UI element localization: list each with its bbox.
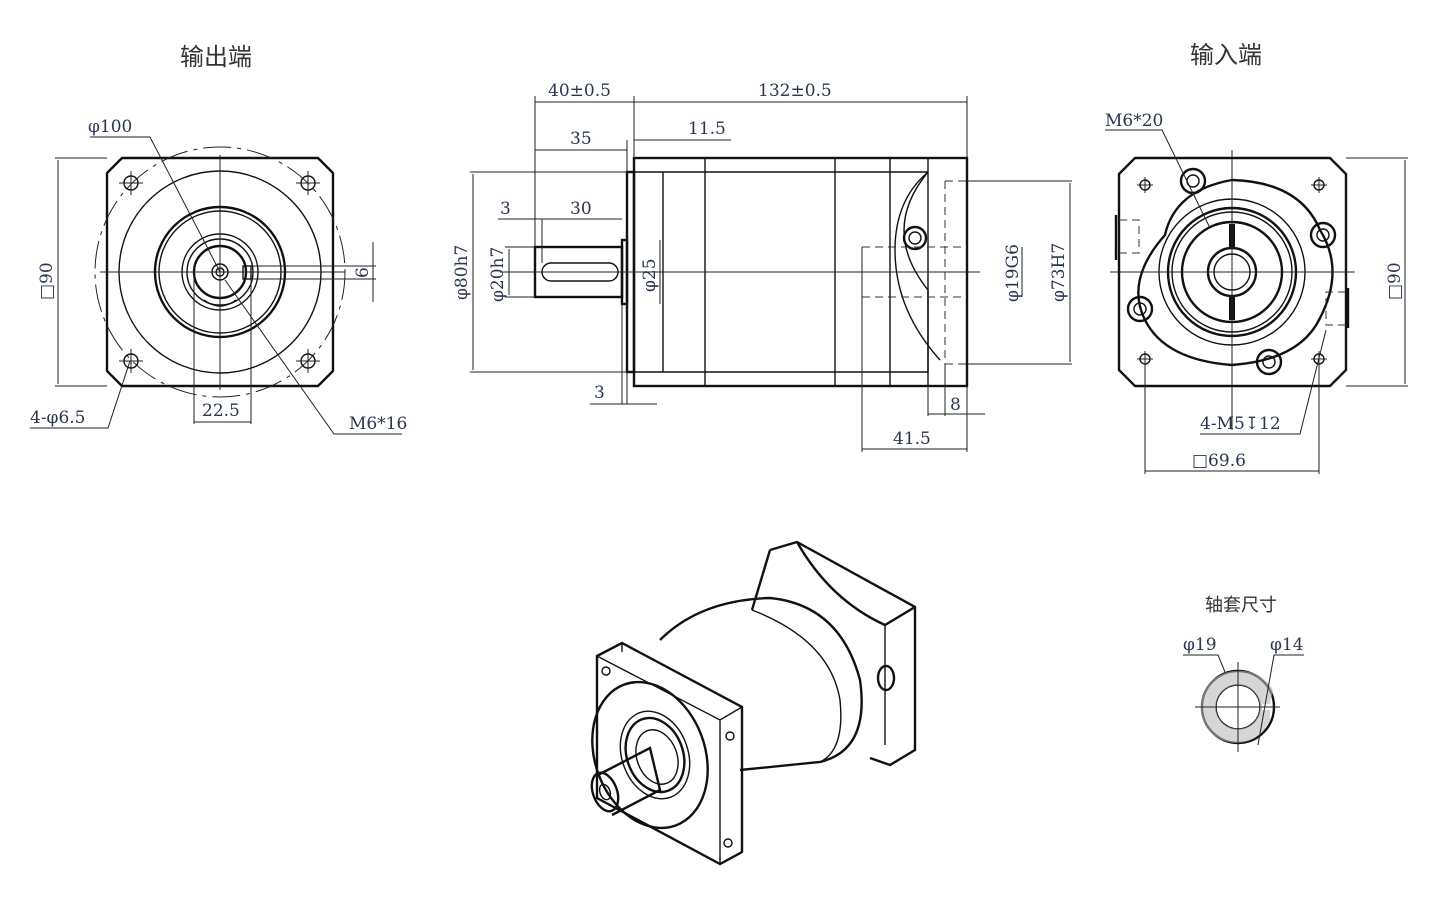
- dim-tap-m6-20: M6*20: [1105, 111, 1163, 131]
- dim-3-top: 3: [500, 199, 511, 219]
- dim-bushing-14: φ14: [1270, 635, 1304, 655]
- dim-30: 30: [570, 199, 592, 219]
- mounting-holes: [119, 171, 320, 373]
- dim-holes-m5: 4-M5↧12: [1200, 414, 1281, 434]
- dim-bushing-19: φ19: [1183, 635, 1217, 655]
- dim-key-6: 6: [353, 267, 373, 278]
- dim-25: φ25: [640, 258, 660, 292]
- title-input-end: 输入端: [1190, 41, 1262, 69]
- dim-132: 132±0.5: [758, 81, 832, 101]
- cap-screws: [1126, 167, 1337, 376]
- dim-tap-m6-16: M6*16: [349, 414, 407, 434]
- dim-square-90-input: □90: [1385, 262, 1405, 300]
- dim-holes: 4-φ6.5: [30, 408, 86, 428]
- dim-20h7: φ20h7: [488, 247, 508, 302]
- dim-8: 8: [950, 395, 961, 415]
- dim-80h7: φ80h7: [452, 245, 472, 300]
- dim-22-5: 22.5: [202, 401, 240, 421]
- dim-73h7: φ73H7: [1049, 243, 1069, 302]
- dim-pcd-100: φ100: [88, 117, 132, 137]
- dim-11-5: 11.5: [688, 119, 726, 139]
- title-output-end: 输出端: [180, 43, 252, 71]
- dim-19g6: φ19G6: [1003, 244, 1023, 302]
- dim-3-bottom: 3: [594, 383, 605, 403]
- output-end-view: □90 φ100 4-φ6.5 6 22.5 M6*16: [30, 117, 407, 435]
- dim-69-6: □69.6: [1192, 451, 1246, 471]
- dim-40: 40±0.5: [548, 81, 611, 101]
- bushing-section: φ19 φ14: [1183, 635, 1304, 752]
- isometric-view: [590, 540, 917, 866]
- input-end-view: □90 M6*20 4-M5↧12 □69.6: [1105, 111, 1408, 474]
- side-view: 40±0.5 132±0.5 35 11.5 3 30 3 φ80h7 φ20h…: [452, 81, 1072, 452]
- dim-35: 35: [570, 129, 592, 149]
- dim-41-5: 41.5: [893, 429, 931, 449]
- title-bushing-size: 轴套尺寸: [1205, 595, 1277, 616]
- dim-square-90: □90: [37, 262, 57, 300]
